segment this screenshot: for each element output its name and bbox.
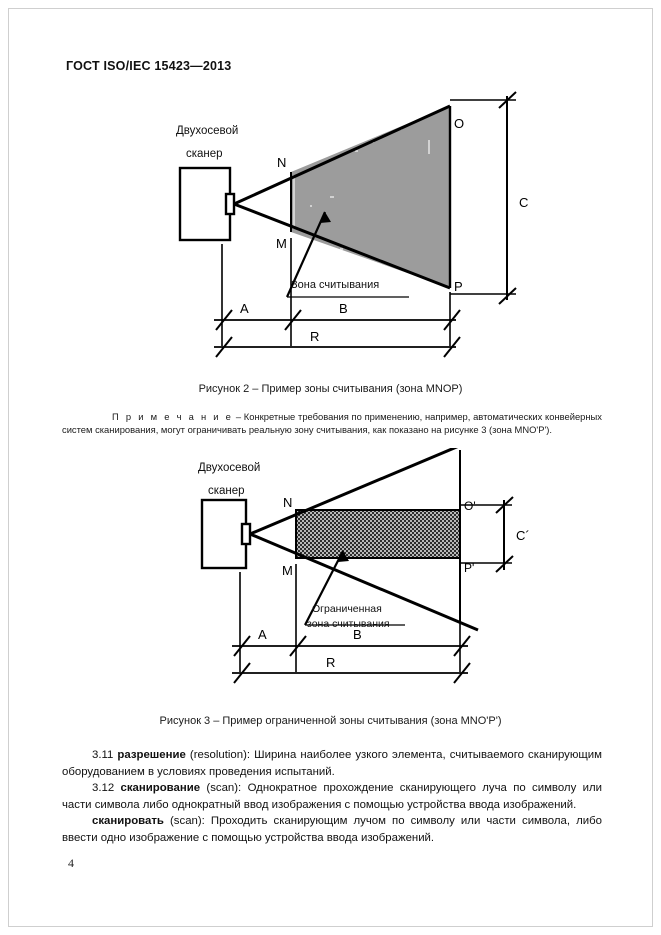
- dim-r-tick-right: [453, 662, 471, 684]
- dim-r-tick-left: [233, 662, 251, 684]
- dim-c-tick-bottom: [498, 287, 517, 305]
- definition-skanirovat: сканировать (scan): Проходить сканирующи…: [62, 813, 602, 846]
- label-m: M: [282, 563, 293, 578]
- label-dim-c: C: [519, 195, 528, 210]
- label-p: P: [454, 279, 463, 294]
- annotation-leader: [285, 211, 327, 298]
- figure-2-drawing: N M O P C A B: [178, 91, 528, 358]
- label-dim-b: B: [339, 301, 348, 316]
- figure-2: N M O P C A B: [0, 0, 661, 370]
- dim-cp-tick-top: [495, 496, 514, 514]
- definition-number: 3.11: [92, 749, 118, 761]
- label-o-prime: O': [464, 499, 476, 513]
- definition-english: (scan):: [200, 782, 248, 795]
- definition-english: (scan):: [163, 815, 211, 828]
- dim-a-tick-right: [284, 309, 302, 331]
- scanner-aperture: [224, 192, 236, 216]
- figure-3-scanner-label-line1: Двухосевой: [198, 462, 261, 474]
- scanner-aperture: [240, 522, 252, 546]
- label-n: N: [283, 495, 292, 510]
- annotation-arrowhead: [338, 551, 349, 562]
- annotation-leader: [304, 550, 344, 626]
- definition-term: сканировать: [92, 815, 164, 828]
- dim-cp-tick-bottom: [495, 555, 514, 573]
- label-n: N: [277, 155, 286, 170]
- dim-a-tick-left: [233, 635, 251, 657]
- label-p-prime: P': [464, 561, 474, 575]
- definition-3-12: 3.12 сканирование (scan): Однократное пр…: [62, 780, 602, 813]
- label-dim-c-prime: C´: [516, 528, 530, 543]
- beam-upper: [233, 104, 451, 206]
- label-o: O: [454, 116, 464, 131]
- definition-3-11: 3.11 разрешение (resolution): Ширина наи…: [62, 747, 602, 780]
- definition-number: 3.12: [92, 782, 121, 795]
- label-dim-a: A: [258, 627, 267, 642]
- dim-a-tick-right: [289, 635, 307, 657]
- figure-3-scanner-label-line2: сканер: [208, 485, 245, 497]
- page-number: 4: [68, 856, 74, 870]
- beam-upper: [249, 448, 459, 536]
- dim-b-tick-right: [453, 635, 471, 657]
- definition-text: Однократное прохождение сканирующего луч…: [62, 782, 602, 811]
- figure-2-caption: Рисунок 2 – Пример зоны считывания (зона…: [198, 383, 463, 395]
- label-dim-b: B: [353, 627, 362, 642]
- definition-text: Ширина наиболее узкого элемента, считыва…: [62, 749, 602, 778]
- figure-2-scanner-label-line1: Двухосевой: [176, 125, 239, 137]
- note-text: Конкретные требования по применению, нап…: [62, 411, 602, 436]
- figure-3: N M O' P' C´ A B: [0, 448, 661, 718]
- label-m: M: [276, 236, 287, 251]
- note-label: П р и м е ч а н и е: [112, 411, 234, 422]
- dim-c-tick-top: [498, 91, 517, 109]
- beam-lower: [233, 202, 451, 290]
- definition-term: сканирование: [120, 782, 201, 795]
- scanner-body: [178, 166, 232, 242]
- definitions-block: 3.11 разрешение (resolution): Ширина наи…: [62, 747, 602, 847]
- definition-term: разрешение: [117, 749, 186, 761]
- reading-zone-fill: [291, 106, 450, 288]
- figure-3-annotation-line2: зона считывания: [307, 618, 390, 630]
- figure-3-annotation-line1: Ограниченная: [312, 603, 382, 615]
- definition-text: Проходить сканирующим лучом по символу и…: [62, 815, 602, 844]
- note-dash: –: [233, 411, 244, 422]
- dim-a-tick-left: [215, 309, 233, 331]
- dim-r-tick-left: [215, 336, 233, 358]
- document-header: ГОСТ ISO/IEC 15423—2013: [66, 59, 232, 73]
- beam-lower: [249, 532, 479, 632]
- figure-2-annotation: Зона считывания: [291, 279, 380, 291]
- definition-english: (resolution):: [185, 749, 255, 761]
- figure-2-scanner-label-line2: сканер: [186, 148, 223, 160]
- scanner-body: [200, 498, 248, 570]
- figure-3-caption: Рисунок 3 – Пример ограниченной зоны счи…: [159, 715, 502, 727]
- dim-r-tick-right: [443, 336, 461, 358]
- figure-3-drawing: N M O' P' C´ A B: [200, 448, 530, 684]
- note-block: П р и м е ч а н и е – Конкретные требова…: [62, 410, 602, 436]
- label-dim-a: A: [240, 301, 249, 316]
- label-dim-r: R: [310, 329, 319, 344]
- dim-b-tick-right: [443, 309, 461, 331]
- annotation-arrowhead: [320, 212, 331, 223]
- limited-reading-zone: [295, 509, 461, 559]
- label-dim-r: R: [326, 655, 335, 670]
